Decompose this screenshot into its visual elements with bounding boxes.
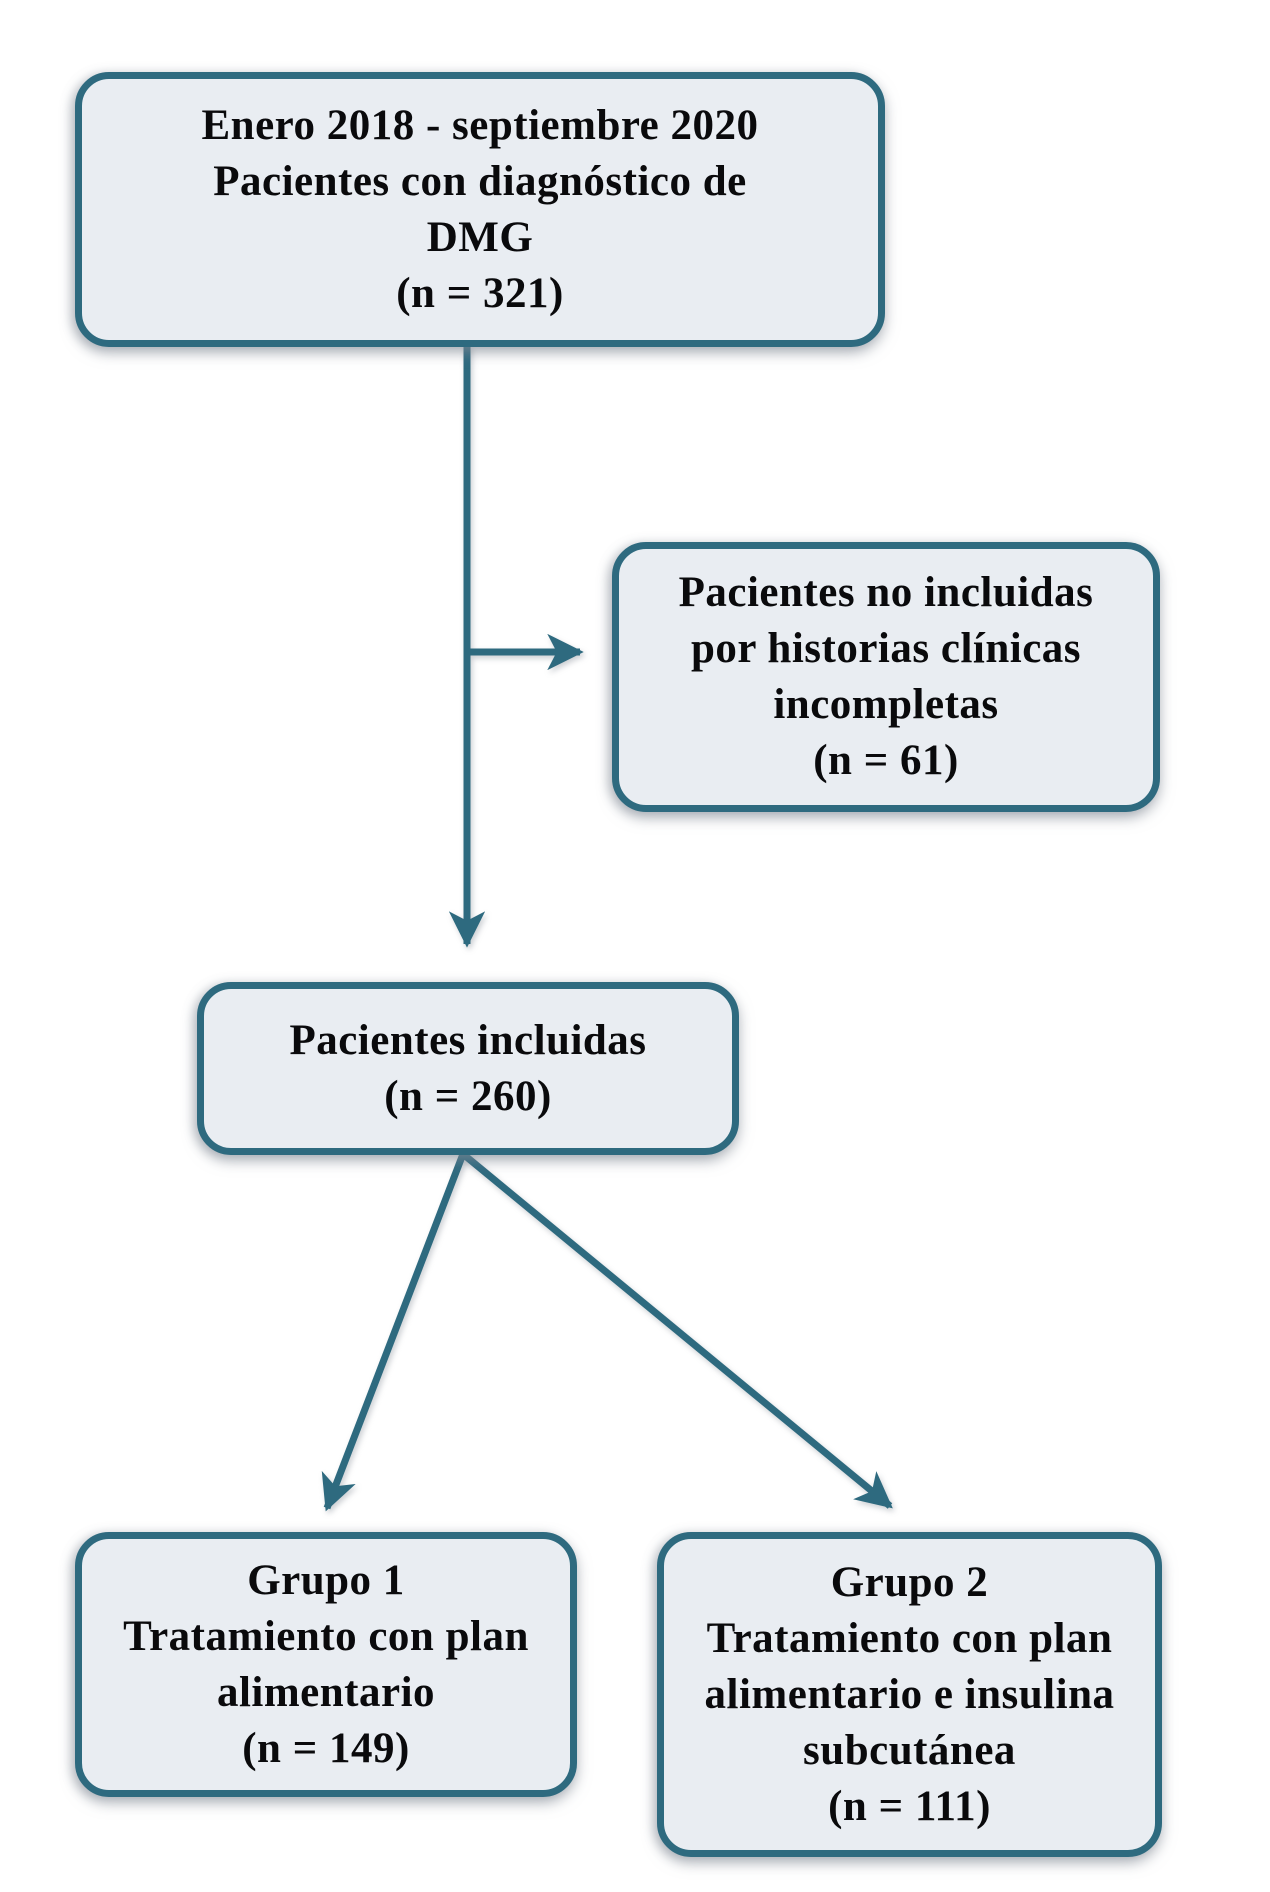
box-text-line: alimentario — [216, 1668, 436, 1716]
box-text-line: Pacientes con diagnóstico de — [213, 157, 747, 205]
box-text-line: Tratamiento con plan — [123, 1612, 529, 1660]
box-text-line: (n = 61) — [813, 737, 959, 784]
box-group1: Grupo 1 Tratamiento con plan alimentario… — [75, 1532, 577, 1797]
box-text-line: (n = 260) — [384, 1072, 552, 1120]
arrow-included-to-group1 — [321, 1152, 467, 1512]
box-text-line: (n = 111) — [828, 1782, 991, 1830]
box-group2: Grupo 2 Tratamiento con plan alimentario… — [657, 1532, 1162, 1857]
box-text-line: Pacientes no incluidas — [678, 569, 1094, 616]
box-text-line: alimentario e insulina — [704, 1670, 1115, 1718]
box-text-line: (n = 149) — [242, 1724, 410, 1772]
box-text-line: subcutánea — [803, 1726, 1016, 1774]
box-text-line: Pacientes incluidas — [289, 1016, 647, 1064]
box-included-patients: Pacientes incluidas (n = 260) — [197, 982, 739, 1155]
box-text-line: por historias clínicas — [690, 625, 1082, 672]
box-text-line: DMG — [426, 213, 534, 261]
box-text-line: (n = 321) — [396, 269, 564, 317]
box-text-line: Grupo 2 — [830, 1558, 989, 1606]
box-text-line: Grupo 1 — [247, 1556, 405, 1604]
box-text-line: incompletas — [773, 681, 999, 728]
box-text-line: Tratamiento con plan — [706, 1614, 1113, 1662]
box-source-cohort: Enero 2018 - septiembre 2020 Pacientes c… — [75, 72, 885, 347]
arrow-included-to-group2 — [460, 1151, 893, 1509]
box-excluded-patients: Pacientes no incluidas por historias clí… — [612, 542, 1160, 812]
box-text-line: Enero 2018 - septiembre 2020 — [201, 101, 759, 149]
